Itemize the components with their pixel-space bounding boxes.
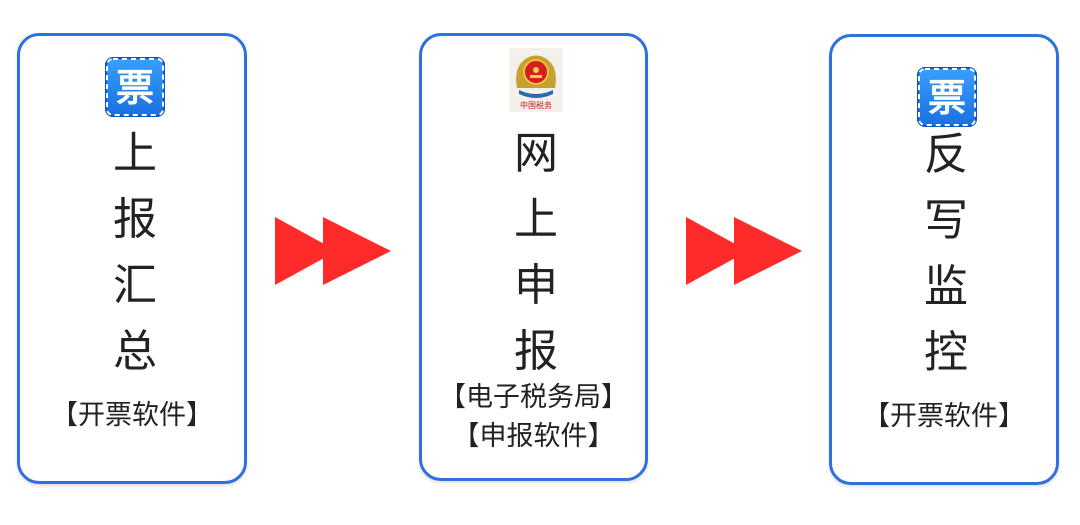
title-char-2: 报 xyxy=(113,194,157,245)
double-arrow-icon xyxy=(275,217,391,285)
software-label: 【开票软件】 xyxy=(51,400,213,431)
tax-emblem-icon: 中国税务 xyxy=(509,48,563,112)
title-char-2: 写 xyxy=(924,195,968,246)
software-label: 【开票软件】 xyxy=(863,401,1025,432)
invoice-icon-text: 票 xyxy=(116,66,154,110)
title-char-3: 汇 xyxy=(113,260,157,311)
step-card-online-declaration: 中国税务 网 上 申 报 【电子税务局】 【申报软件】 xyxy=(419,33,648,481)
invoice-icon: 票 xyxy=(105,57,165,117)
title-char-3: 申 xyxy=(514,260,558,311)
platform-label: 【电子税务局】 xyxy=(439,382,628,413)
title-char-1: 网 xyxy=(514,128,558,179)
invoice-icon-text: 票 xyxy=(928,76,966,120)
title-char-3: 监 xyxy=(924,261,968,312)
step-card-writeback-monitor: 票 反 写 监 控 【开票软件】 xyxy=(829,34,1059,485)
title-char-2: 上 xyxy=(514,194,558,245)
double-arrow-icon xyxy=(686,217,802,285)
title-char-4: 控 xyxy=(924,327,968,378)
step-card-report-summary: 票 上 报 汇 总 【开票软件】 xyxy=(17,33,247,484)
emblem-caption: 中国税务 xyxy=(520,100,552,110)
invoice-icon: 票 xyxy=(917,67,977,127)
title-char-4: 报 xyxy=(514,326,558,377)
title-char-4: 总 xyxy=(113,326,157,377)
title-char-1: 反 xyxy=(924,129,968,180)
software-label: 【申报软件】 xyxy=(452,421,615,452)
title-char-1: 上 xyxy=(113,128,157,179)
